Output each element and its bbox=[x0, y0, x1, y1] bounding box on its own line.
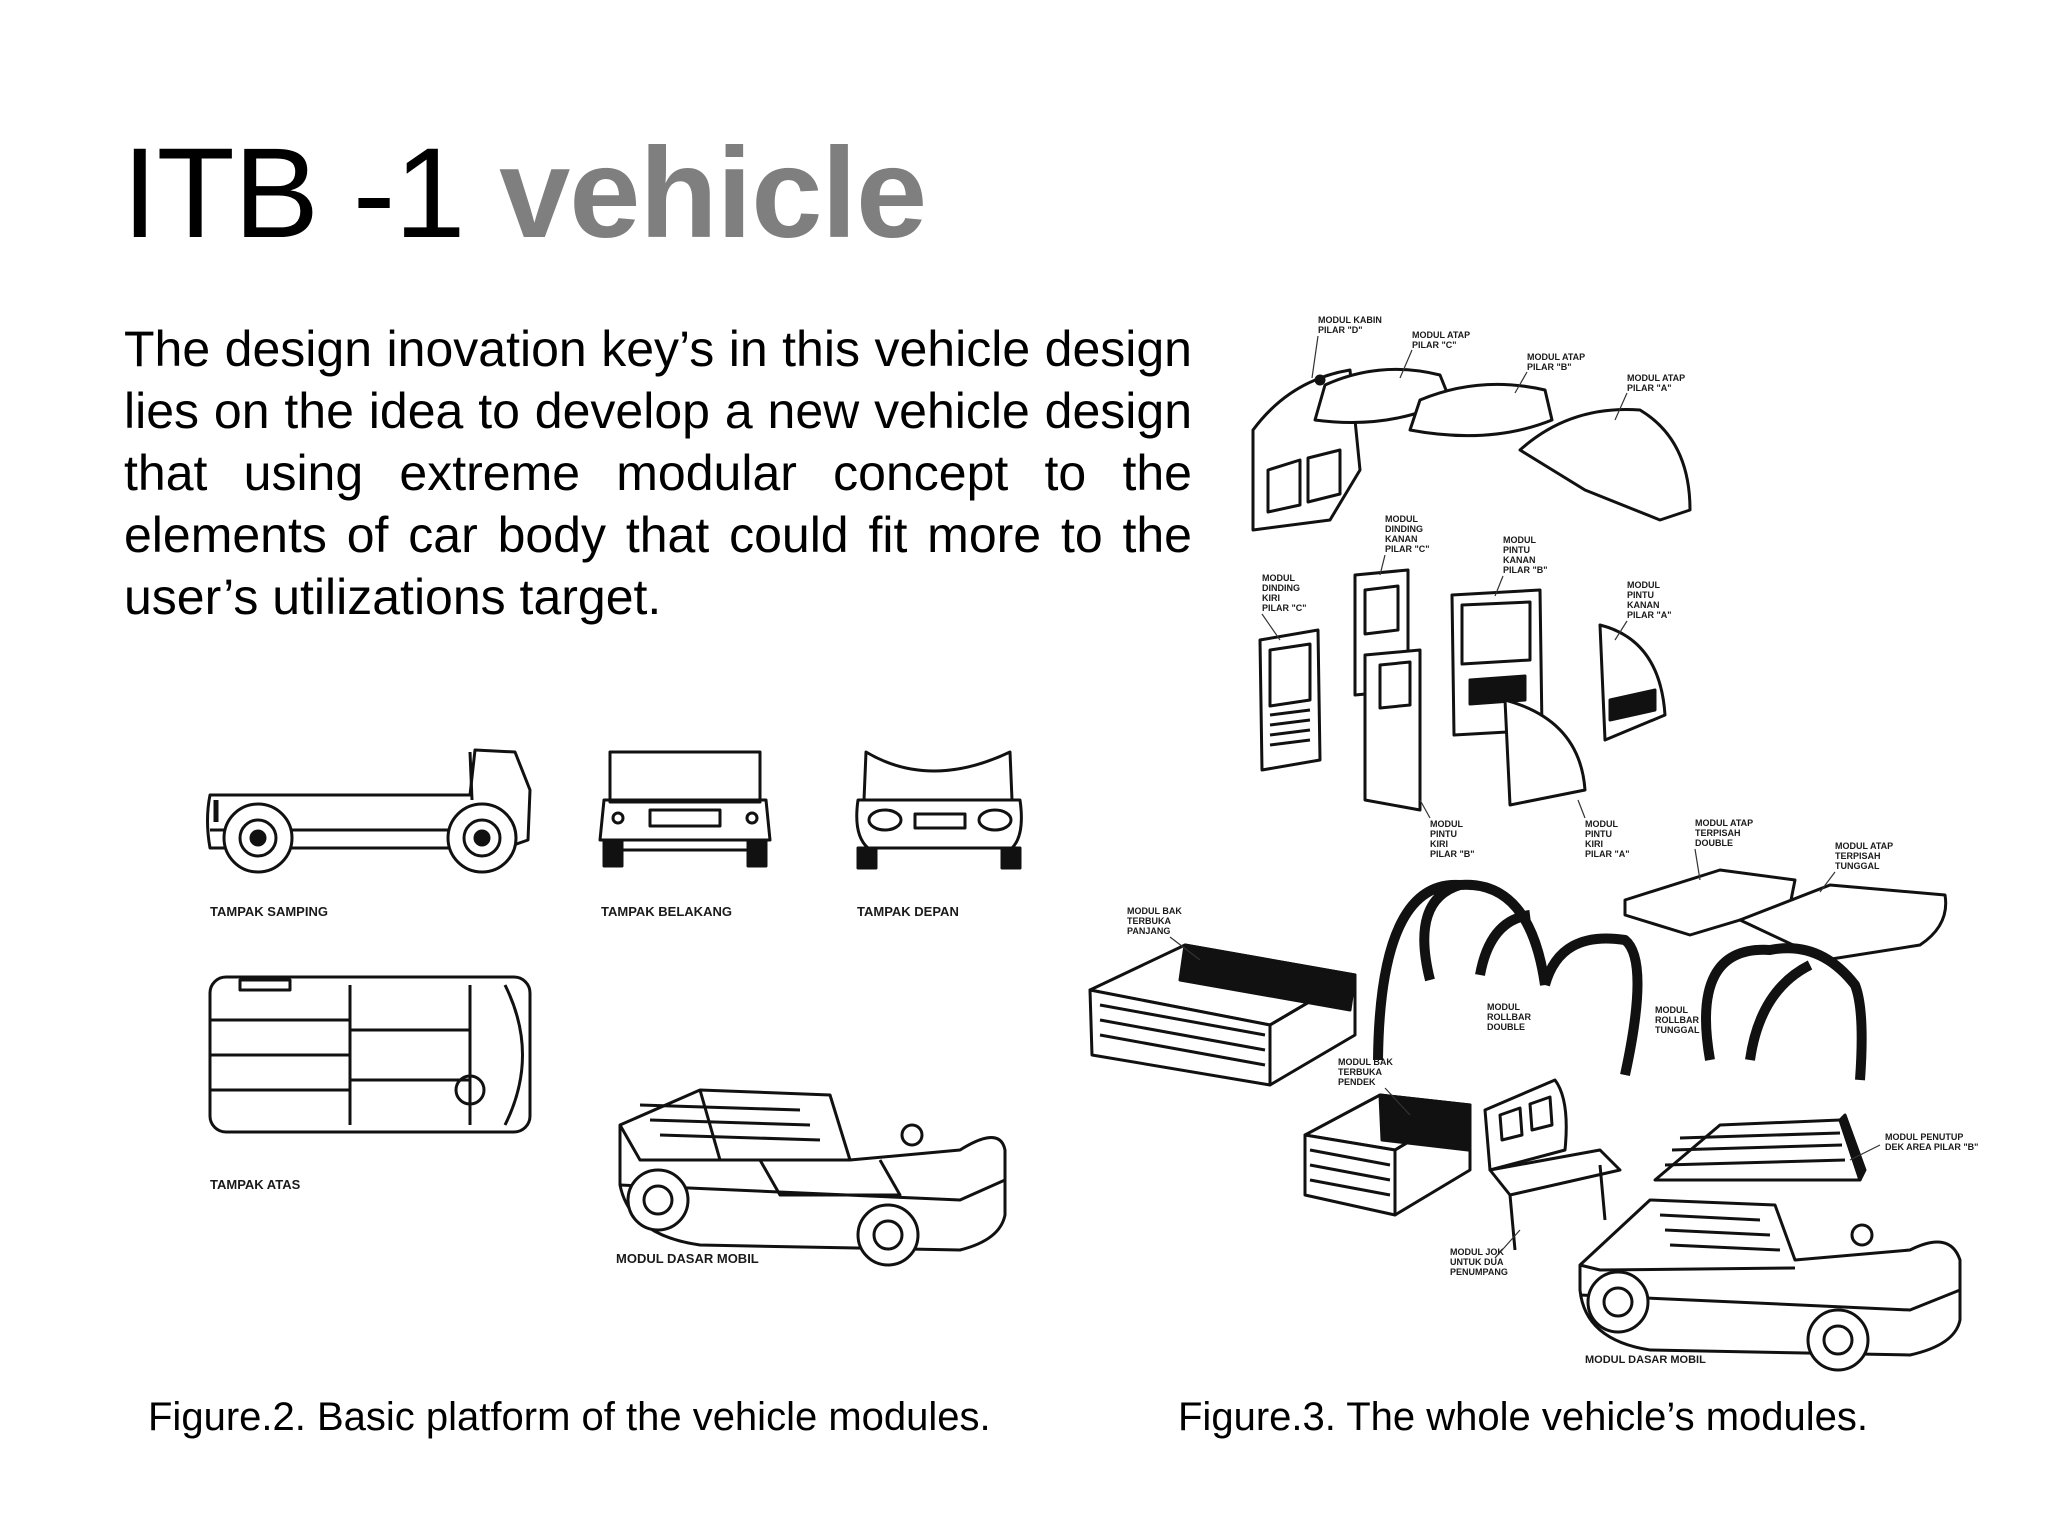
figure-2-caption: Figure.2. Basic platform of the vehicle … bbox=[148, 1395, 991, 1439]
roof-pillar-a-drawing bbox=[1518, 408, 1692, 522]
rollbar-single-drawing bbox=[1701, 943, 1867, 1081]
leader-lines bbox=[1169, 335, 1881, 1259]
rear-view-drawing bbox=[598, 750, 772, 868]
side-view-drawing bbox=[206, 748, 532, 874]
title-accent: vehicle bbox=[499, 122, 927, 265]
base-module-drawing bbox=[618, 1088, 1007, 1267]
open-bed-long-drawing bbox=[1088, 943, 1357, 1087]
seat-drawing bbox=[1483, 1078, 1622, 1251]
label-base-module: MODUL DASAR MOBIL bbox=[616, 1251, 759, 1266]
label-front-view: TAMPAK DEPAN bbox=[857, 904, 959, 919]
open-bed-short-drawing bbox=[1303, 1093, 1472, 1217]
intro-paragraph: The design inovation key’s in this vehic… bbox=[124, 321, 1192, 625]
title-plain: ITB -1 bbox=[122, 122, 465, 265]
front-view-drawing bbox=[855, 750, 1023, 870]
top-view-drawing bbox=[208, 975, 532, 1134]
rollbar-double-drawing bbox=[1373, 879, 1643, 1077]
roof-pillar-b-drawing bbox=[1408, 382, 1554, 438]
full-base-module-drawing bbox=[1578, 1113, 1962, 1372]
label-side-view: TAMPAK SAMPING bbox=[210, 904, 328, 919]
slide-title: ITB -1 vehicle bbox=[122, 130, 927, 258]
figure-3-caption: Figure.3. The whole vehicle’s modules. bbox=[1178, 1395, 1868, 1439]
label-rear-view: TAMPAK BELAKANG bbox=[601, 904, 732, 919]
label-top-view: TAMPAK ATAS bbox=[210, 1177, 301, 1192]
roof-single-drawing bbox=[1738, 883, 1948, 962]
side-panel-drawings bbox=[1258, 568, 1667, 812]
label-dasar: MODUL DASAR MOBIL bbox=[1585, 1354, 1706, 1366]
